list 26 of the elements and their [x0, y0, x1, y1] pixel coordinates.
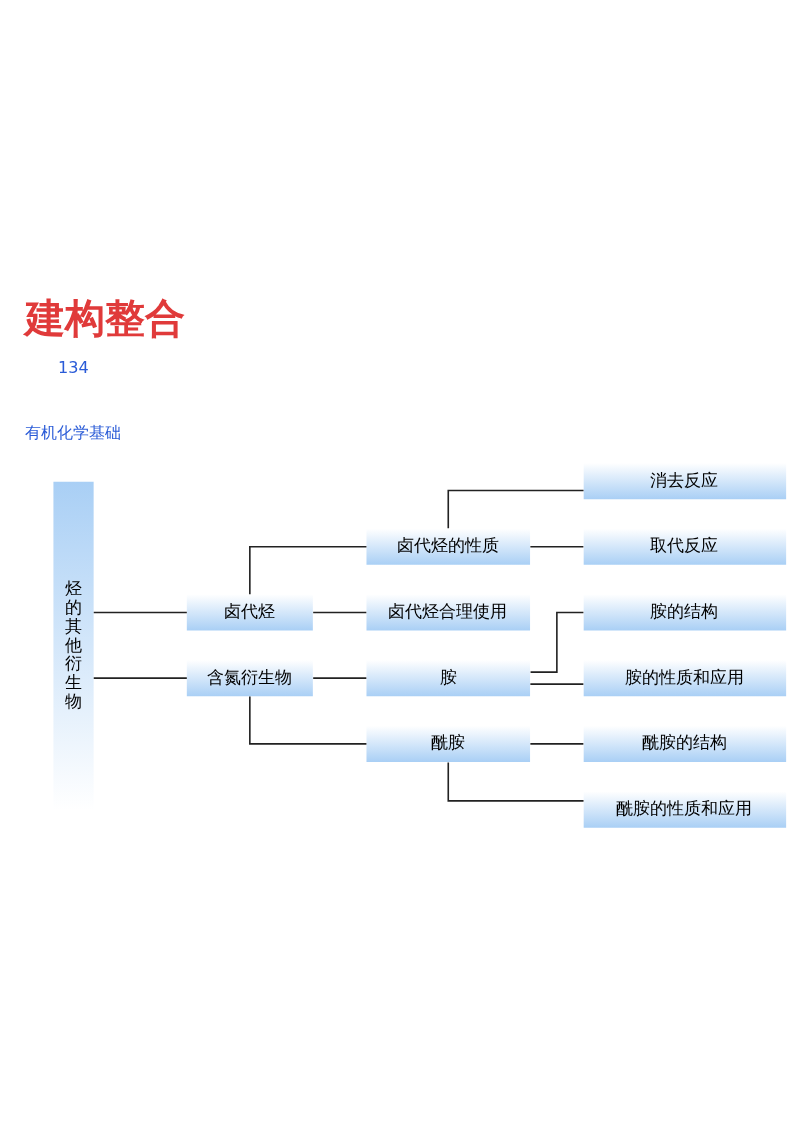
- node-box: 酰胺: [366, 725, 531, 762]
- label: 有机化学基础: [24, 422, 121, 442]
- connector: [92, 676, 188, 679]
- node-box: 胺: [366, 659, 531, 696]
- connector: [529, 742, 585, 745]
- connector: [92, 611, 188, 613]
- node-box: 取代反应: [583, 528, 787, 565]
- label: 134: [58, 357, 89, 377]
- node-box: 卤代烃合理使用: [366, 593, 531, 631]
- connector: [312, 611, 368, 613]
- node-box: 胺的性质和应用: [583, 659, 787, 696]
- connector: [529, 682, 585, 685]
- node-box: 含氮衍生物: [186, 659, 313, 696]
- connector: [249, 545, 368, 595]
- diagram-title: 建构整合: [24, 294, 185, 341]
- connector: [249, 695, 368, 745]
- node-box: 胺的结构: [583, 593, 787, 631]
- connector: [529, 611, 585, 673]
- node-box: 酰胺的结构: [583, 725, 787, 762]
- connector: [447, 761, 585, 802]
- connector: [312, 676, 368, 679]
- connector: [529, 545, 585, 548]
- node-box: 卤代烃的性质: [366, 528, 531, 565]
- node-box: 消去反应: [583, 462, 787, 499]
- connector: [447, 489, 585, 529]
- node-box: 卤代烃: [186, 593, 313, 631]
